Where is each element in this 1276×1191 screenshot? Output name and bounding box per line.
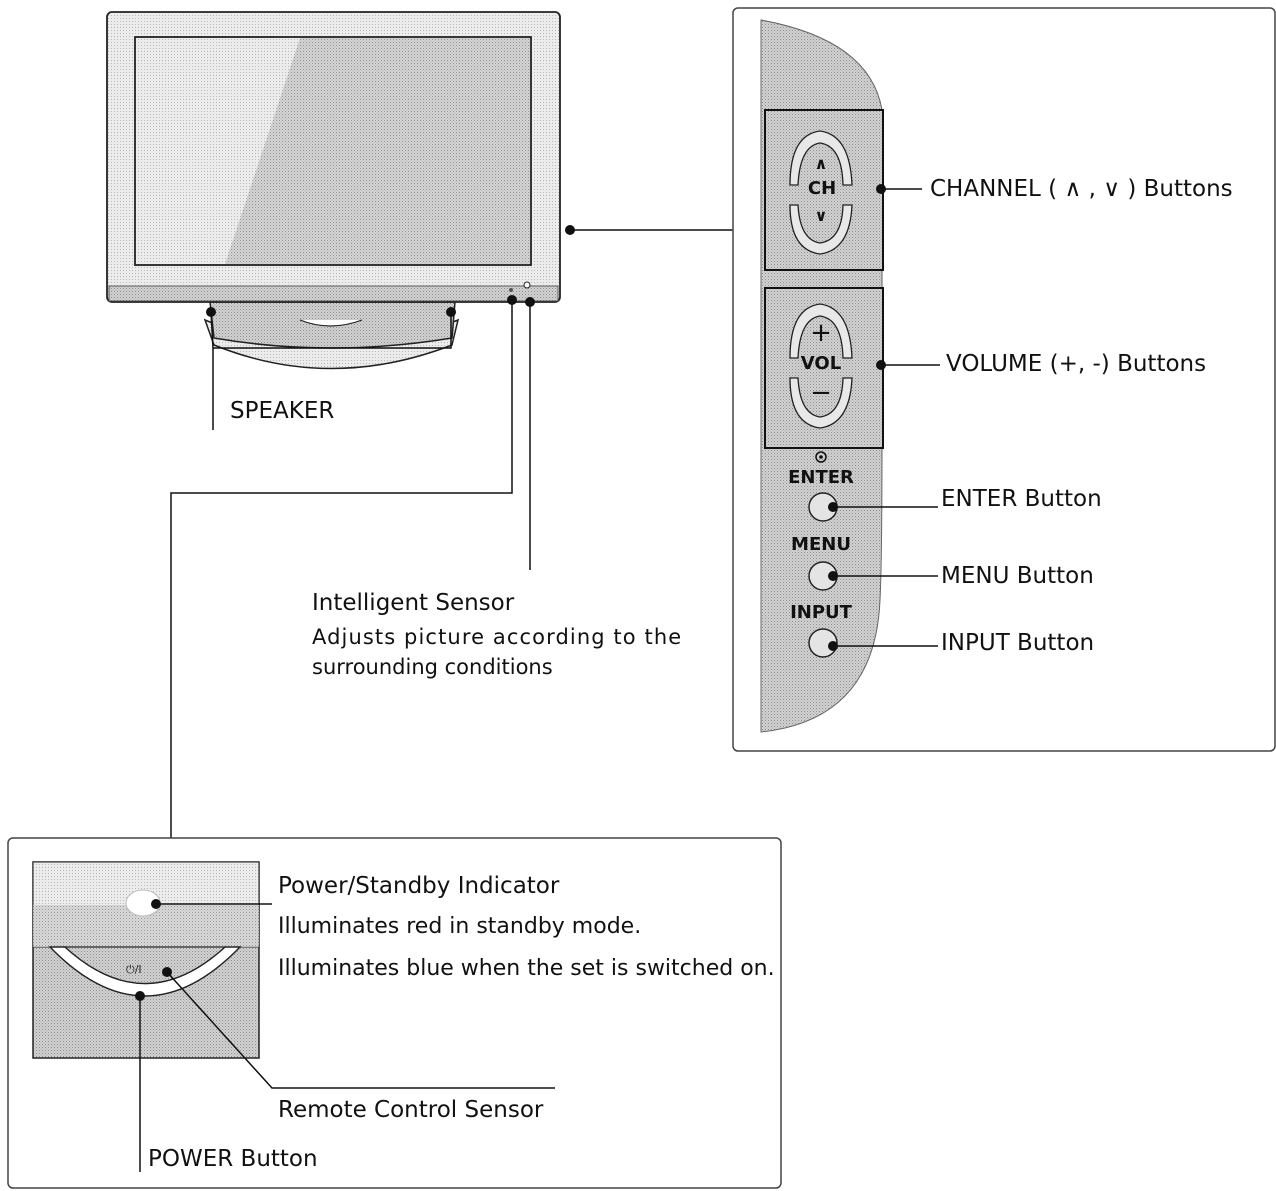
front-callouts — [170, 225, 733, 840]
intelligent-sensor-desc-2: surrounding conditions — [312, 655, 553, 679]
ch-up-icon: ∧ — [814, 154, 828, 173]
power-key — [63, 946, 227, 984]
intelligent-sensor-desc-1: Adjusts picture according to the — [312, 625, 683, 649]
channel-buttons-label: CHANNEL ( ∧ , ∨ ) Buttons — [930, 176, 1233, 202]
enter-key-label: ENTER — [788, 467, 854, 488]
power-indicator-title: Power/Standby Indicator — [278, 873, 560, 899]
volume-down-key — [789, 377, 853, 429]
tv-stand-notch — [299, 319, 363, 327]
power-button-label: POWER Button — [148, 1146, 318, 1172]
power-indicator-desc-2: Illuminates blue when the set is switche… — [278, 956, 775, 981]
volume-buttons-label: VOLUME (+, -) Buttons — [946, 351, 1207, 377]
volume-up-key — [789, 303, 853, 359]
remote-sensor-label: Remote Control Sensor — [278, 1097, 544, 1123]
tv-sensor-dot — [523, 281, 531, 289]
power-symbol-icon: ⏻/I — [126, 963, 142, 976]
input-button-label: INPUT Button — [941, 630, 1095, 656]
speaker-callout — [206, 307, 456, 430]
tv-illustration — [106, 11, 561, 370]
vol-key-label: VOL — [800, 353, 842, 374]
intelligent-sensor-title: Intelligent Sensor — [312, 590, 515, 616]
tv-screen-reflection — [225, 38, 530, 264]
enter-button-label: ENTER Button — [941, 486, 1102, 512]
ch-down-icon: ∨ — [814, 206, 828, 225]
speaker-label: SPEAKER — [230, 398, 335, 424]
channel-up-key — [789, 130, 853, 186]
vol-up-icon: + — [810, 318, 832, 348]
vol-down-icon: − — [810, 378, 832, 408]
power-indicator-desc-1: Illuminates red in standby mode. — [278, 914, 642, 939]
input-key-label: INPUT — [790, 602, 852, 623]
enter-indicator-icon — [815, 451, 827, 463]
front-panel-callouts — [135, 899, 555, 1172]
ch-key-label: CH — [807, 178, 837, 199]
side-callouts — [828, 184, 940, 651]
menu-key-label: MENU — [791, 534, 851, 555]
channel-down-key — [789, 204, 853, 255]
tv-power-led — [509, 288, 513, 292]
tv-bottom-bezel — [108, 285, 559, 302]
menu-button-label: MENU Button — [941, 563, 1094, 589]
